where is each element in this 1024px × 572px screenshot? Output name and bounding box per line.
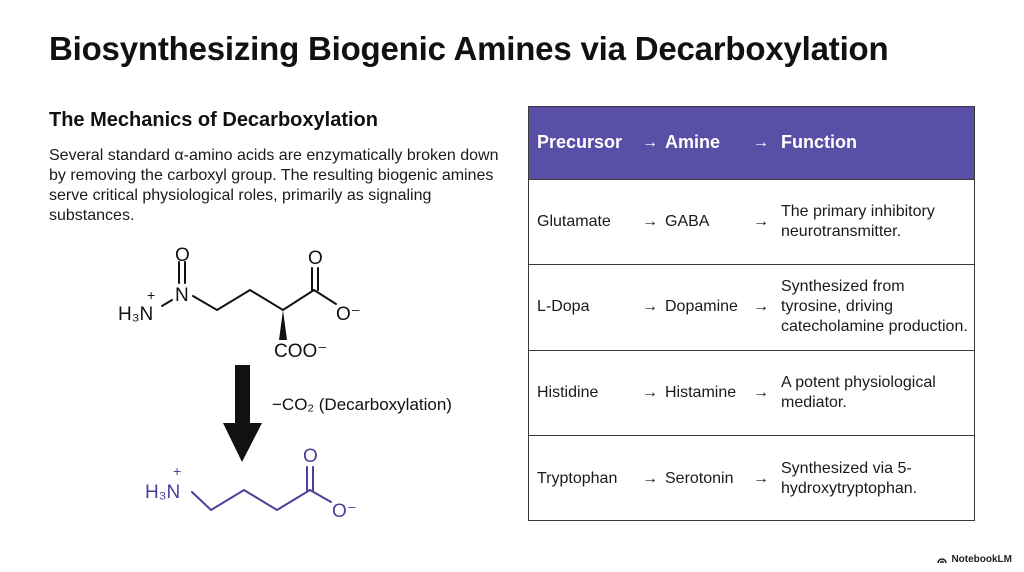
h3n-n-bond: [161, 299, 173, 307]
cell-arrow-1: →: [642, 469, 658, 487]
cell-precursor: Histidine: [537, 383, 599, 401]
decarboxylation-label: −CO₂ (Decarboxylation): [272, 395, 452, 414]
table-header-row: Precursor → Amine → Function: [529, 107, 974, 179]
cell-amine: GABA: [665, 212, 710, 230]
product-labels: + H₃N O O⁻: [145, 446, 357, 522]
h3n-label-product: H₃N: [145, 482, 180, 503]
watermark: NotebookLM: [937, 554, 1012, 565]
plus-charge-reactant: +: [147, 287, 155, 303]
product-chain: [191, 488, 311, 512]
notebooklm-logo-icon: [937, 557, 948, 563]
wedge-bond: [279, 310, 287, 340]
table-row: Glutamate → GABA → The primary inhibitor…: [529, 179, 974, 265]
section-heading: The Mechanics of Decarboxylation: [49, 109, 378, 131]
product-structure: [191, 466, 332, 512]
cell-precursor: Tryptophan: [537, 469, 618, 487]
header-arrow-2: →: [753, 133, 769, 151]
amine-table: Precursor → Amine → Function Glutamate →…: [528, 106, 975, 521]
reaction-diagram: O N + H₃N O O⁻ COO⁻ −CO₂ (Decarboxylatio…: [118, 245, 452, 522]
cell-amine: Serotonin: [665, 469, 734, 487]
o-right-top-label: O: [308, 248, 323, 269]
cell-arrow-2: →: [753, 469, 769, 487]
cell-function: A potent physiological mediator.: [781, 373, 936, 411]
n-label: N: [175, 285, 189, 306]
product-o-top-label: O: [303, 446, 318, 467]
cell-arrow-2: →: [753, 212, 769, 230]
carbon-chain: [192, 288, 315, 312]
plus-charge-product: +: [173, 463, 181, 479]
coo-label: COO⁻: [274, 341, 327, 362]
section-body: Several standard α-amino acids are enzym…: [49, 147, 499, 224]
cell-arrow-1: →: [642, 212, 658, 230]
product-c-ominus-bond: [309, 489, 332, 503]
product-o-minus-label: O⁻: [332, 501, 357, 522]
cell-arrow-2: →: [753, 298, 769, 316]
arrow-head: [223, 423, 262, 462]
cell-precursor: Glutamate: [537, 212, 611, 230]
cell-amine: Dopamine: [665, 298, 738, 316]
header-amine: Amine: [665, 132, 721, 153]
cell-arrow-1: →: [642, 383, 658, 401]
amine-table-grid: Precursor → Amine → Function Glutamate →…: [529, 107, 974, 521]
reactant-labels: O N + H₃N O O⁻ COO⁻: [118, 245, 361, 362]
arrow-shaft: [235, 365, 250, 425]
header-arrow-1: →: [642, 133, 658, 151]
cell-precursor: L-Dopa: [537, 298, 590, 316]
reactant-structure: [161, 261, 337, 312]
cell-arrow-1: →: [642, 298, 658, 316]
cell-function: The primary inhibitory neurotransmitter.: [781, 202, 935, 240]
table-row: Histidine → Histamine → A potent physiol…: [529, 350, 974, 436]
c-ominus-bond: [313, 289, 337, 305]
slide-title: Biosynthesizing Biogenic Amines via Deca…: [49, 30, 889, 67]
cell-arrow-2: →: [753, 383, 769, 401]
o-minus-label: O⁻: [336, 304, 361, 325]
cell-function: Synthesized via 5-hydroxytryptophan.: [781, 459, 918, 497]
table-row: L-Dopa → Dopamine → Synthesized from tyr…: [529, 264, 974, 351]
reaction-arrow: [223, 365, 262, 462]
o-top-label: O: [175, 245, 190, 266]
header-function: Function: [781, 132, 857, 153]
watermark-label: NotebookLM: [951, 554, 1012, 565]
cell-function: Synthesized from tyrosine, driving catec…: [781, 278, 968, 336]
cell-amine: Histamine: [665, 383, 737, 401]
table-row: Tryptophan → Serotonin → Synthesized via…: [529, 435, 974, 522]
h3n-label-reactant: H₃N: [118, 304, 153, 325]
header-precursor: Precursor: [537, 132, 623, 153]
